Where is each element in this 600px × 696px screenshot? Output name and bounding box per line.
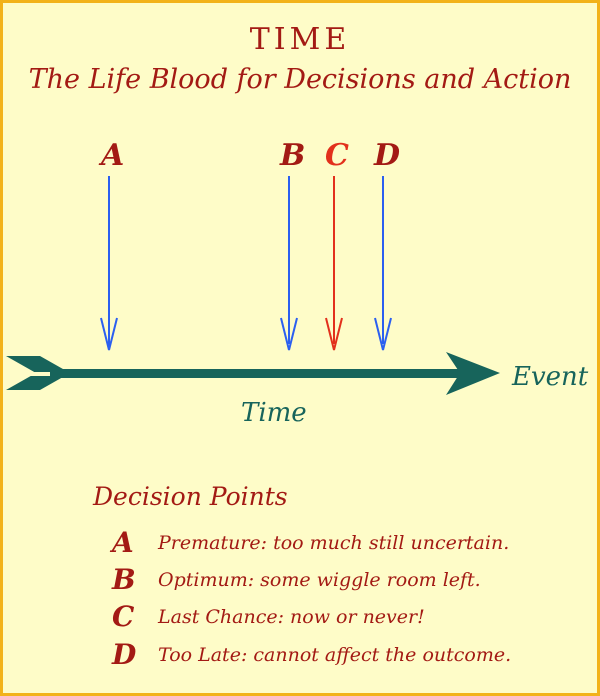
- decision-arrow-d: [374, 176, 392, 351]
- marker-label-a: A: [101, 138, 125, 173]
- diagram-subtitle: The Life Blood for Decisions and Action: [28, 64, 572, 95]
- event-label: Event: [512, 362, 589, 392]
- timeline-arrowhead: [446, 352, 500, 395]
- legend-letter: A: [112, 526, 134, 559]
- time-axis-label: Time: [241, 398, 307, 428]
- legend-letter: C: [112, 600, 135, 633]
- legend-description: Too Late: cannot affect the outcome.: [158, 644, 512, 666]
- marker-label-d: D: [374, 138, 401, 173]
- legend-description: Premature: too much still uncertain.: [158, 532, 510, 554]
- legend-description: Optimum: some wiggle room left.: [158, 569, 481, 591]
- marker-label-b: B: [280, 138, 306, 173]
- timeline-arrow: [6, 352, 500, 395]
- diagram-title: TIME: [249, 22, 351, 57]
- legend-title: Decision Points: [93, 482, 288, 511]
- decision-arrow-a: [100, 176, 118, 351]
- timeline-shaft: [50, 369, 460, 378]
- legend-letter: B: [112, 563, 136, 596]
- decision-arrow-c: [325, 176, 343, 351]
- decision-arrow-b: [280, 176, 298, 351]
- legend-description: Last Chance: now or never!: [158, 606, 425, 628]
- marker-label-c: C: [325, 138, 349, 173]
- legend-letter: D: [112, 638, 137, 671]
